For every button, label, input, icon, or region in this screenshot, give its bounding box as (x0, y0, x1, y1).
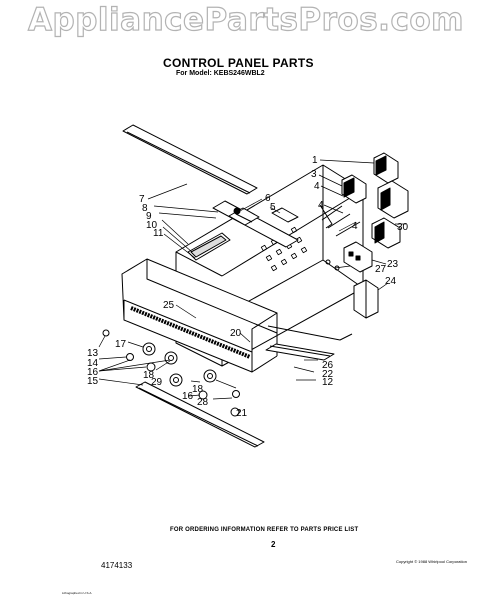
callout-6: 6 (265, 193, 271, 204)
document-number: 4174133 (101, 561, 133, 570)
callout-numbers: 1 3 4 4 4 30 7 6 5 8 9 10 11 23 27 24 25… (87, 155, 409, 419)
callout-18-b: 18 (192, 384, 204, 395)
callout-4-b: 4 (318, 200, 324, 211)
callout-30: 30 (397, 222, 409, 233)
callout-7: 7 (139, 194, 145, 205)
callout-28: 28 (197, 397, 209, 408)
callout-16-b: 16 (182, 391, 194, 402)
callout-20: 20 (230, 328, 242, 339)
callout-8: 8 (142, 203, 148, 214)
trim-strip (122, 124, 258, 195)
callout-4: 4 (314, 181, 320, 192)
copyright-notice: Copyright © 1988 Whirlpool Corporation (396, 559, 467, 564)
callout-10: 10 (146, 220, 158, 231)
knob-hardware (102, 329, 240, 417)
callout-16: 16 (87, 367, 99, 378)
callout-11: 11 (153, 228, 164, 239)
callout-22: 22 (322, 369, 334, 380)
callout-21: 21 (236, 408, 248, 419)
callout-3: 3 (311, 169, 317, 180)
watermark: AppliancePartsPros.com (27, 1, 464, 38)
diagram-title: CONTROL PANEL PARTS (163, 56, 314, 70)
leader-lines (98, 159, 406, 415)
callout-17: 17 (115, 339, 127, 350)
callout-4-c: 4 (352, 221, 358, 232)
callout-1: 1 (312, 155, 318, 166)
callout-29: 29 (151, 377, 163, 388)
callout-27: 27 (375, 264, 387, 275)
switch-modules (321, 152, 409, 319)
clip-parts (233, 204, 333, 229)
litho-notice: Lithographed in U.S.A. (62, 591, 93, 595)
callout-26: 26 (322, 360, 334, 371)
model-subtitle: For Model: KEBS246WBL2 (176, 70, 265, 77)
callout-5: 5 (270, 202, 276, 213)
callout-12: 12 (322, 377, 334, 388)
callout-23: 23 (387, 259, 399, 270)
callout-14: 14 (87, 358, 99, 369)
callout-25: 25 (163, 300, 175, 311)
callout-9: 9 (146, 211, 152, 222)
callout-18: 18 (143, 370, 155, 381)
callout-24: 24 (385, 276, 397, 287)
front-trim-frame (121, 258, 278, 373)
bottom-strip (135, 381, 265, 448)
callout-13: 13 (87, 348, 99, 359)
page-number: 2 (271, 540, 276, 549)
ordering-note: FOR ORDERING INFORMATION REFER TO PARTS … (170, 527, 359, 533)
support-rails (265, 325, 353, 361)
callout-15: 15 (87, 376, 99, 387)
